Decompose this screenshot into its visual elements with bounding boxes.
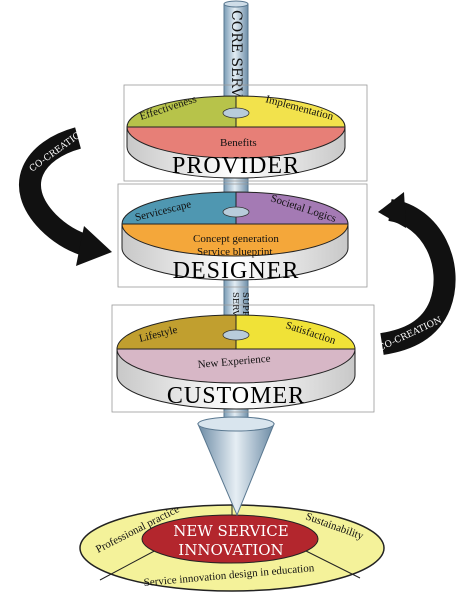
provider-hole	[222, 107, 250, 119]
designer-title: DESIGNER	[173, 258, 300, 284]
customer-hole	[222, 329, 250, 341]
provider-title: PROVIDER	[172, 153, 300, 179]
designer-hole	[222, 206, 250, 218]
provider-frame	[123, 84, 368, 182]
right-co-creation-arrow: CO-CREATION	[377, 192, 456, 355]
designer-concept-generation: Concept generation	[193, 233, 279, 245]
designer-segment-right	[235, 191, 349, 225]
base-platform: NEW SERVICE INNOVATION Professional prac…	[79, 503, 385, 592]
base-center-line1: NEW SERVICE	[173, 522, 288, 540]
designer-segment-front	[121, 223, 349, 257]
designer-segment-left	[121, 191, 237, 225]
shaft-cone-top	[197, 416, 275, 432]
designer-disc: Servicescape Societal Logics Concept gen…	[117, 183, 368, 288]
customer-segment-left	[116, 314, 237, 350]
provider-disc: Effectiveness Implementation Benefits PR…	[123, 84, 368, 182]
right-arrow-body	[380, 199, 456, 355]
customer-segment-front	[116, 348, 356, 384]
right-arrow-head	[378, 192, 406, 228]
provider-segment-left	[126, 95, 237, 128]
left-co-creation-arrow: CO-CREATION	[19, 126, 112, 266]
left-arrow-body	[19, 127, 92, 257]
customer-segment-right	[235, 314, 356, 350]
core-service-label: CORE SERVICE	[228, 10, 244, 124]
customer-title: CUSTOMER	[167, 383, 305, 409]
base-center-line2: INNOVATION	[178, 541, 283, 559]
designer-frame	[117, 183, 368, 288]
base-divider-left	[99, 547, 161, 581]
left-arrow-head	[76, 226, 112, 266]
shaft-cone	[197, 423, 275, 517]
provider-benefits: Benefits	[220, 137, 257, 149]
designer-service-blueprint: Service blueprint	[197, 246, 272, 258]
base-divider-right	[299, 547, 361, 579]
base-center-ellipse	[141, 514, 319, 564]
shaft-top	[223, 0, 249, 8]
provider-segment-front	[126, 126, 346, 159]
customer-frame	[111, 304, 375, 413]
provider-segment-right	[235, 95, 346, 128]
service-label: SERVICE	[230, 292, 240, 332]
customer-disc: Lifestyle Satisfaction New Experience CU…	[111, 304, 375, 413]
